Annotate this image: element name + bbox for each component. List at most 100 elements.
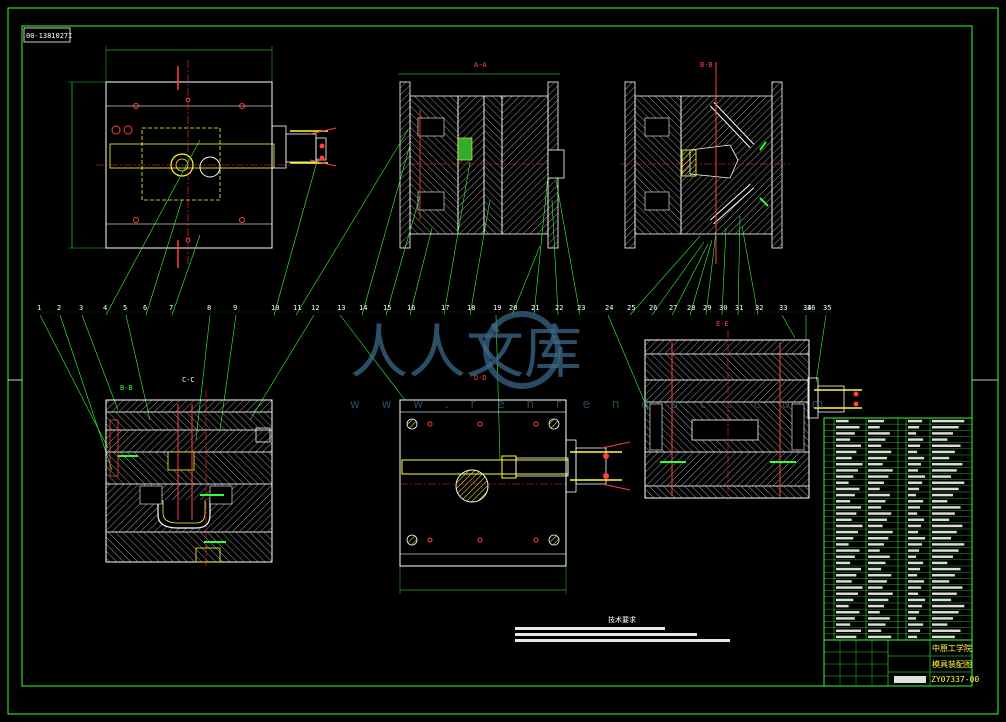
part-number-label: 12 — [311, 304, 319, 312]
parts-list-cell-text — [868, 444, 882, 447]
parts-list-cell-text — [868, 506, 882, 509]
parts-list-cell-text — [908, 506, 921, 509]
parts-list-cell-text — [836, 469, 858, 472]
parts-list-cell-text — [932, 524, 963, 528]
parts-list-cell-text — [908, 450, 918, 454]
parts-list-cell-text — [908, 635, 918, 639]
watermark: 人人文库 w w w . r e n r e n d o c . c o m — [350, 311, 832, 411]
parts-list-cell-text — [908, 623, 924, 626]
parts-list-cell-text — [868, 567, 882, 571]
parts-list-cell-text — [868, 481, 885, 484]
parts-list-cell-text — [932, 586, 963, 589]
parts-list-cell-text — [836, 530, 858, 534]
parts-list-cell-text — [868, 419, 885, 423]
parts-list-cell-text — [836, 481, 849, 484]
part-number-label: 30 — [719, 304, 727, 312]
parts-list-cell-text — [868, 543, 885, 546]
parts-list-cell-text — [908, 537, 926, 540]
part-number-label: 33 — [779, 304, 787, 312]
part-number-label: 1 — [37, 304, 41, 312]
parts-list-cell-text — [868, 604, 885, 608]
parts-list-cell-text — [836, 432, 855, 435]
parts-list-cell-text — [932, 475, 952, 478]
parts-list-cell-text — [836, 592, 858, 595]
title-block — [823, 639, 973, 687]
part-number-label: 17 — [441, 304, 449, 312]
parts-list-cell-text — [908, 426, 920, 429]
section-label-e-e: E-E — [716, 320, 729, 328]
parts-list-cell-text — [932, 611, 959, 614]
parts-list-cell-text — [868, 592, 893, 595]
part-number-label: 21 — [531, 304, 539, 312]
parts-list-cell-text — [868, 432, 890, 435]
parts-list-cell-text — [932, 549, 959, 552]
parts-list-cell-text — [908, 580, 925, 583]
part-number-label: 11 — [293, 304, 301, 312]
parts-list-cell-text — [932, 629, 961, 632]
parts-list-cell-text — [836, 506, 862, 509]
parts-list-cell-text — [868, 549, 880, 552]
parts-list-cell-text — [868, 438, 886, 441]
parts-list-cell-text — [908, 493, 917, 497]
watermark-text: 人人文库 — [350, 318, 582, 386]
part-number-label: 25 — [627, 304, 635, 312]
parts-list-cell-text — [932, 487, 959, 491]
parts-list-cell-text — [868, 635, 892, 639]
parts-list-cell-text — [908, 617, 917, 620]
parts-list-cell-text — [908, 586, 922, 589]
parts-list-cell-text — [836, 456, 852, 460]
parts-list-cell-text — [836, 567, 862, 571]
parts-list-cell-text — [836, 419, 849, 423]
top-view — [68, 46, 337, 268]
parts-list-cell-text — [908, 555, 917, 558]
title-block-drawing-code: ZY07337-00 — [931, 675, 979, 684]
parts-list-cell-text — [836, 537, 854, 540]
parts-list-cell-text — [908, 598, 926, 602]
section-label-a-a: A-A — [474, 61, 487, 69]
parts-list-cell-text — [908, 567, 921, 571]
parts-list-cell-text — [908, 444, 921, 447]
part-number-label: 34 — [803, 304, 811, 312]
parts-list-cell-text — [836, 444, 862, 447]
parts-list-cell-text — [908, 500, 924, 503]
parts-list-cell-text — [868, 456, 887, 460]
parts-list-cell-text — [932, 456, 950, 460]
parts-list-cell-text — [908, 475, 926, 478]
parts-list-cell-text — [932, 512, 955, 515]
parts-list-cell-text — [836, 475, 854, 478]
parts-list-cell-text — [868, 629, 882, 632]
parts-list-cell-text — [868, 450, 892, 454]
parts-list-cell-text — [836, 463, 863, 466]
parts-list-cell-text — [868, 611, 880, 614]
parts-list-cell-text — [932, 580, 950, 583]
part-number-label: 35 — [823, 304, 831, 312]
parts-list-cell-text — [932, 537, 952, 540]
part-number-label: 23 — [577, 304, 585, 312]
parts-list-cell-text — [932, 567, 961, 571]
parts-list-cell-text — [836, 500, 851, 503]
parts-list-cell-text — [836, 450, 857, 454]
parts-list-cell-text — [836, 623, 851, 626]
parts-list-cell-text — [932, 604, 965, 608]
parts-list-cell-text — [868, 463, 883, 466]
section-label-b2-b2: B-B — [120, 384, 133, 392]
parts-list-cell-text — [908, 629, 921, 632]
parts-list-cell-text — [868, 493, 890, 497]
watermark-url: w w w . r e n r e n d o c . c o m — [350, 397, 832, 411]
parts-list-cell-text — [836, 487, 860, 491]
parts-list-cell-text — [932, 500, 948, 503]
parts-list-cell-text — [932, 617, 953, 620]
parts-list-cell-text — [836, 617, 855, 620]
parts-list-cell-text — [932, 592, 957, 595]
part-number-label: 7 — [169, 304, 173, 312]
parts-list-cell-text — [836, 555, 855, 558]
drawing-number-stamp: 00-1381027I — [26, 32, 72, 40]
parts-list-cell-text — [836, 611, 860, 614]
parts-list-cell-text — [932, 419, 965, 423]
parts-list-cell-text — [932, 506, 961, 509]
parts-list-cell-text — [836, 598, 854, 602]
parts-list-cell-text — [868, 524, 883, 528]
section-label-d-d: D-D — [474, 374, 487, 382]
parts-list-cell-text — [868, 555, 890, 558]
